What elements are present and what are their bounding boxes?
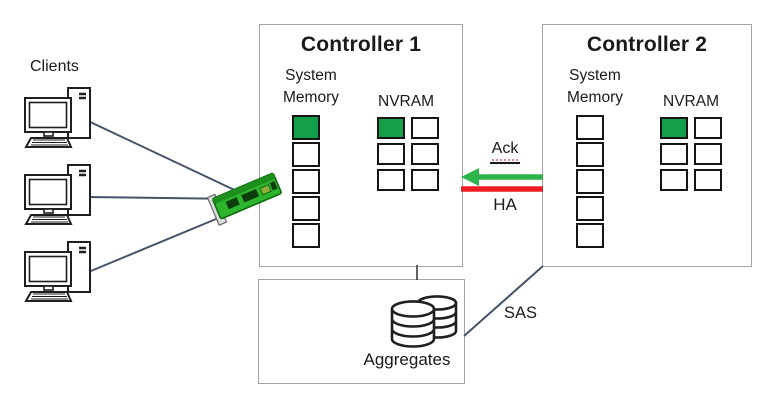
memory-cell	[576, 169, 604, 194]
memory-cell	[292, 169, 320, 194]
client1-link-line	[85, 119, 244, 195]
memory-cell	[411, 169, 439, 191]
memory-cell	[660, 117, 688, 139]
clients-label: Clients	[30, 58, 79, 75]
memory-cell	[377, 143, 405, 165]
client-links	[85, 119, 246, 274]
memory-cell	[576, 223, 604, 248]
memory-cell	[377, 117, 405, 139]
client-computer-icon	[23, 163, 92, 226]
aggregates-label: Aggregates	[363, 350, 451, 369]
memory-cell	[411, 117, 439, 139]
memory-cell	[292, 223, 320, 248]
controller1-system-memory-label: System Memory	[283, 67, 339, 106]
ack-label: Ack	[480, 140, 530, 164]
memory-cell	[292, 142, 320, 167]
memory-cell	[576, 142, 604, 167]
controller2-system-memory-label: System Memory	[567, 67, 623, 106]
ack-label-text: Ack	[489, 140, 521, 164]
sas-label: SAS	[503, 304, 538, 322]
controller1-box: Controller 1 System Memory NVRAM	[259, 24, 463, 267]
controller1-nvram-cells	[377, 117, 439, 191]
memory-cell	[292, 115, 320, 140]
memory-cell	[694, 169, 722, 191]
memory-cell	[576, 196, 604, 221]
memory-cell	[292, 196, 320, 221]
controller2-nvram-label: NVRAM	[663, 93, 719, 110]
ack-arrow	[461, 168, 543, 186]
controller1-system-memory-cells	[292, 115, 320, 248]
memory-cell	[660, 169, 688, 191]
controller2-title: Controller 2	[586, 33, 708, 56]
aggregates-box: Aggregates	[258, 279, 465, 384]
ha-label: HA	[493, 195, 517, 214]
memory-cell	[377, 169, 405, 191]
memory-cell	[694, 117, 722, 139]
memory-cell	[660, 143, 688, 165]
memory-cell	[694, 143, 722, 165]
client3-link-line	[85, 206, 246, 274]
memory-cell	[411, 143, 439, 165]
client2-link-line	[85, 196, 241, 200]
controller1-nvram-label: NVRAM	[378, 93, 434, 110]
controller2-system-memory-cells	[576, 115, 604, 248]
controller1-title: Controller 1	[300, 33, 422, 56]
client-computer-icon	[23, 86, 92, 149]
memory-cell	[576, 115, 604, 140]
sas-link-line	[463, 265, 544, 337]
client-computer-icon	[23, 240, 92, 303]
controller2-nvram-cells	[660, 117, 722, 191]
controller2-box: Controller 2 System Memory NVRAM	[542, 24, 752, 267]
